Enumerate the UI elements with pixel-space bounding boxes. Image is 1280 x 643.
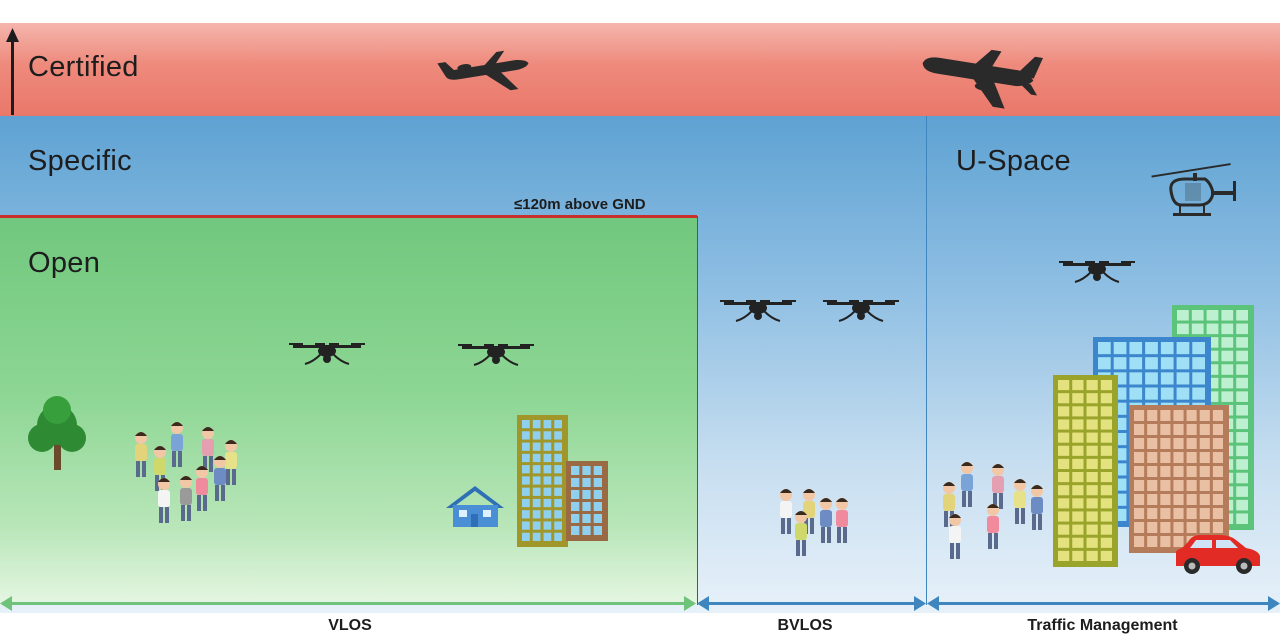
vlos-range-arrow (0, 596, 696, 611)
car-icon (1176, 535, 1260, 574)
people-icon (943, 462, 1043, 559)
traffic-range-arrow (927, 596, 1280, 611)
building-icon (517, 415, 608, 547)
building-icon (1053, 305, 1254, 567)
traffic-management-label: Traffic Management (1027, 617, 1178, 634)
drone-icon (719, 299, 797, 322)
certified-label: Certified (28, 51, 139, 83)
house-icon (446, 486, 504, 527)
drone-icon (288, 342, 366, 365)
bvlos-label: BVLOS (777, 617, 833, 634)
altitude-limit-label: ≤120m above GND (514, 196, 646, 213)
drone-icon (457, 343, 535, 366)
bvlos-range-arrow (697, 596, 926, 611)
open-label: Open (28, 247, 101, 279)
business-jet-icon (437, 50, 529, 91)
airliner-icon (922, 49, 1043, 109)
people-icon (780, 489, 848, 556)
people-icon (135, 422, 237, 523)
helicopter-icon (1151, 163, 1236, 216)
certified-zone (0, 23, 1280, 116)
drone-icon (1058, 260, 1136, 283)
drone-icon (822, 299, 900, 322)
uspace-divider (926, 116, 927, 605)
tree-icon (28, 396, 86, 470)
up-arrow-icon (6, 28, 19, 115)
specific-label: Specific (28, 145, 132, 177)
altitude-limit-line (0, 215, 697, 218)
vlos-label: VLOS (328, 617, 372, 634)
uspace-label: U-Space (956, 145, 1071, 177)
